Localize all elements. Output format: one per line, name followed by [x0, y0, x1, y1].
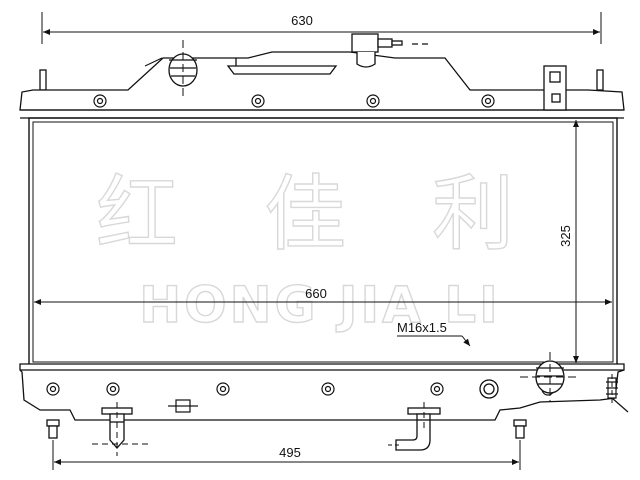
- upper-bolts: [93, 94, 495, 108]
- dimension-top: [41, 12, 602, 44]
- right-fitting: [606, 374, 629, 413]
- watermark-latin: HONG JIA LI: [139, 276, 500, 334]
- filler-neck: [226, 33, 430, 75]
- dimension-core-width-label: 660: [305, 286, 327, 301]
- watermark-chinese: 红 佳 利: [96, 167, 544, 262]
- upper-tank: [19, 51, 625, 119]
- lower-left-pipe: [92, 402, 150, 456]
- upper-inlet: [168, 40, 198, 96]
- thread-spec-label: M16x1.5: [397, 320, 447, 335]
- thread-spec-leader: [397, 335, 471, 347]
- lower-outlet: [520, 352, 578, 402]
- upper-right-bracket: [543, 65, 567, 111]
- dimension-bottom: [52, 440, 521, 470]
- dimension-bottom-label: 495: [279, 445, 301, 460]
- watermark: 红 佳 利 HONG JIA LI: [95, 166, 544, 334]
- lower-elbow-pipe: [388, 402, 441, 451]
- drain-plug: [479, 379, 499, 399]
- lower-pins: [46, 419, 527, 439]
- lower-sensor: [168, 399, 198, 413]
- dimension-top-label: 630: [291, 13, 313, 28]
- dimension-core-height-label: 325: [558, 225, 573, 247]
